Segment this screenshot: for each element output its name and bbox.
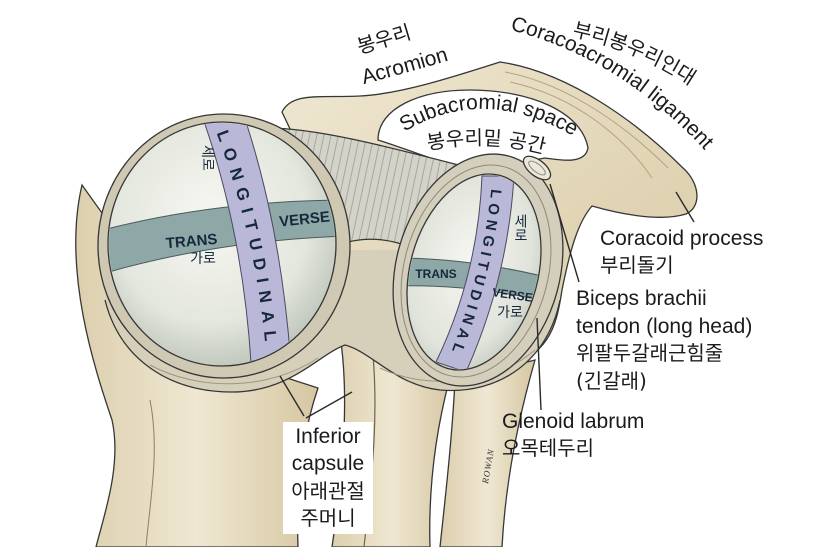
ligament-fiber-line <box>509 81 653 179</box>
biceps-tendon-inner <box>528 160 546 176</box>
biceps-tendon-ko-label-line2: (긴갈래) <box>576 369 647 393</box>
ligament-fiber-line <box>504 71 669 169</box>
capsule-fold-line <box>149 357 319 385</box>
glenoid-verse-label: VERSE <box>491 285 533 305</box>
glenoid-labrum-inner-line <box>400 164 552 378</box>
humeral-transverse-band <box>109 199 335 277</box>
humerus-contour-line <box>145 399 155 547</box>
glenoid-longitudinal-ko-label: 세로 <box>512 214 528 242</box>
leader-line-coracoid <box>675 191 695 223</box>
coracoid-process-label: Coracoid process <box>600 227 763 250</box>
humeral-head-bands <box>109 123 335 365</box>
inferior-capsule-outline <box>104 299 561 393</box>
capsule-label-backdrop <box>283 422 373 534</box>
humeral-trans-label: TRANS <box>165 231 218 252</box>
coracoid-process-ko-label: 부리돌기 <box>600 253 674 277</box>
humeral-longitudinal-band <box>199 123 293 365</box>
leader-line-biceps <box>549 183 580 283</box>
leader-line-labrum <box>536 317 542 411</box>
inferior-capsule-label-line1: Inferior <box>295 425 360 448</box>
biceps-tendon <box>522 155 552 181</box>
humeral-transverse-ko-label: 가로 <box>190 251 216 267</box>
biceps-tendon-ko-label-line1: 위팔두갈래근힘줄 <box>576 341 723 365</box>
inferior-capsule-ko-label-line2: 주머니 <box>300 506 355 530</box>
glenoid-transverse-ko-label: 가로 <box>497 305 523 321</box>
inferior-capsule-label-line2: capsule <box>292 452 364 475</box>
glenoid-labrum-label: Glenoid labrum <box>502 410 644 433</box>
biceps-tendon-label-line1: Biceps brachii <box>576 287 707 310</box>
acromion-ko-label: 봉우리 <box>354 20 414 59</box>
glenoid-labrum-ko-label: 오목테두리 <box>502 436 594 460</box>
biceps-tendon-label-line2: tendon (long head) <box>576 315 752 338</box>
leader-line-capsule-right <box>305 391 353 419</box>
glenoid-trans-label: TRANS <box>415 267 456 281</box>
inferior-capsule-ko-label-line1: 아래관절 <box>291 479 365 503</box>
humeral-verse-label: VERSE <box>278 208 330 230</box>
leader-line-capsule-left <box>279 375 305 417</box>
humeral-longitudinal-ko-label: 세로 <box>199 145 215 171</box>
